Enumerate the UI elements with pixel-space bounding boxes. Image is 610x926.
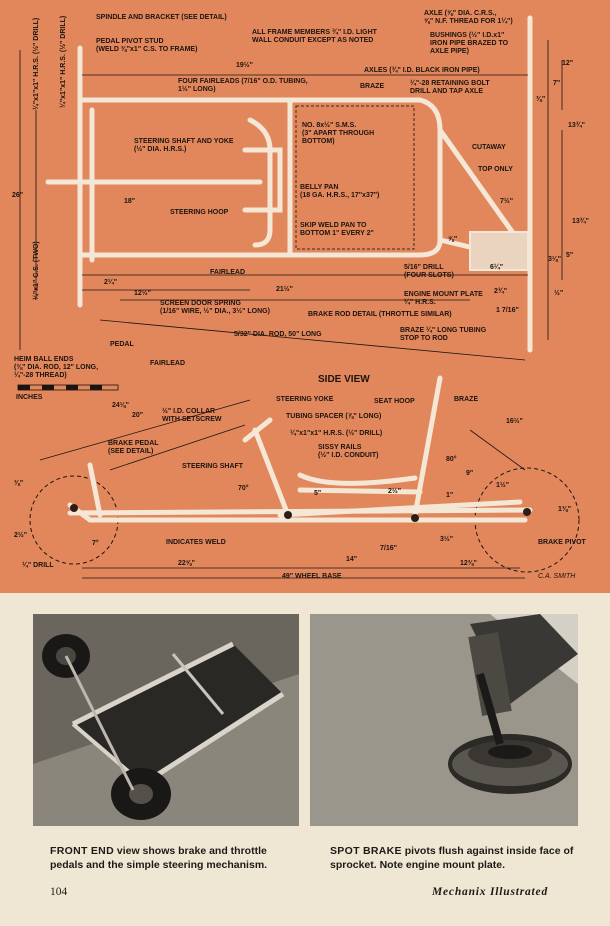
label-drill: 5/16" DRILL (FOUR SLOTS) — [404, 264, 454, 279]
label-sms: NO. 8x½" S.M.S. (3" APART THROUGH BOTTOM… — [302, 122, 375, 145]
label-vertical-3: ¼"x1" C.S. (TWO) — [33, 241, 40, 300]
dim-26: 26" — [12, 192, 24, 199]
dim-12half: 12½" — [134, 290, 151, 297]
label-braze-side: BRAZE — [454, 396, 479, 403]
label-fairlead-2: FAIRLEAD — [150, 360, 185, 367]
photo-front-end — [33, 614, 299, 826]
label-wheel-base: 49" WHEEL BASE — [282, 573, 342, 580]
label-braze-tubing: BRAZE ¼" LONG TUBING STOP TO ROD — [400, 327, 487, 342]
label-pedal: PEDAL — [110, 341, 134, 348]
caption-front-end: FRONT END view shows brake and throttle … — [50, 844, 300, 872]
label-spindle: SPINDLE AND BRACKET (SEE DETAIL) — [96, 14, 227, 21]
dim-38b: ⅜" — [14, 480, 24, 487]
label-engine-mount: ENGINE MOUNT PLATE ¼" H.R.S. — [404, 291, 483, 306]
label-brake-pedal: BRAKE PEDAL (SEE DETAIL) — [108, 440, 159, 455]
dim-2-3: 2¾" — [494, 288, 508, 295]
label-pedal-stud: PEDAL PIVOT STUD (WELD ⅜"x1" C.S. TO FRA… — [96, 38, 198, 53]
dim-3a: 3⅛" — [548, 256, 562, 263]
label-bushings: BUSHINGS (½" I.D.x1" IRON PIPE BRAZED TO… — [430, 32, 509, 55]
blueprint-plate: SPINDLE AND BRACKET (SEE DETAIL) PEDAL P… — [0, 0, 610, 593]
dim-1half: 1½" — [496, 482, 510, 489]
dim-1-7: 1 7/16" — [496, 307, 519, 314]
dim-6: 6¼" — [490, 264, 504, 271]
label-collar: ½" I.D. COLLAR WITH SETSCREW — [162, 408, 222, 423]
dim-20: 20" — [132, 412, 144, 419]
label-steering-shaft: STEERING SHAFT — [182, 463, 244, 470]
dim-24: 24⅛" — [112, 402, 129, 409]
dim-58: ⅝" — [448, 236, 458, 243]
label-axles-pipe: AXLES (¾" I.D. BLACK IRON PIPE) — [364, 67, 480, 74]
label-sissy: SISSY RAILS (½" I.D. CONDUIT) — [318, 444, 379, 459]
dim-38: ⅜" — [536, 96, 546, 103]
dim-7: 7" — [553, 80, 561, 87]
dim-5: 5" — [566, 252, 574, 259]
label-tubing-spacer: TUBING SPACER (⅞" LONG) — [286, 413, 382, 420]
dim-2q: 2¼" — [104, 279, 118, 286]
dim-16: 16½" — [506, 418, 523, 425]
label-heim: HEIM BALL ENDS (⅜" DIA. ROD, 12" LONG, ¼… — [14, 356, 99, 379]
label-seat-hoop: SEAT HOOP — [374, 398, 415, 405]
caption-spot-brake-text: pivots flush against inside face of spro… — [330, 845, 574, 871]
dim-14: 14" — [346, 556, 358, 563]
dim-12-3: 12⅜" — [460, 560, 477, 567]
label-inches: INCHES — [16, 394, 43, 401]
page-number: 104 — [50, 886, 68, 898]
side-view-title: SIDE VIEW — [318, 374, 370, 385]
label-steering-shaft-yoke: STEERING SHAFT AND YOKE (½" DIA. H.R.S.) — [134, 138, 234, 153]
caption-spot-brake-lead: SPOT BRAKE — [330, 845, 402, 857]
label-vertical-2: ¼"x1"x1" H.R.S. (½" DRILL) — [60, 15, 67, 108]
dim-2half: 2½" — [388, 488, 402, 495]
label-brake-pivot: BRAKE PIVOT — [538, 539, 586, 546]
label-skip-weld: SKIP WELD PAN TO BOTTOM 1" EVERY 2" — [300, 222, 374, 237]
label-rod: 5/32" DIA. ROD, 50" LONG — [234, 331, 322, 338]
dim-7half: 7½" — [500, 198, 514, 205]
label-retaining-bolt: ¼"-28 RETAINING BOLT DRILL AND TAP AXLE — [410, 80, 490, 95]
dim-2half-b: 2½" — [14, 532, 28, 539]
label-fairlead: FAIRLEAD — [210, 269, 245, 276]
label-frame-members: ALL FRAME MEMBERS ¾" I.D. LIGHT WALL CON… — [252, 29, 377, 44]
label-screen-spring: SCREEN DOOR SPRING (1/16" WIRE, ½" DIA.,… — [160, 300, 270, 315]
dim-7deg: 7° — [92, 540, 99, 547]
caption-front-end-lead: FRONT END — [50, 845, 114, 857]
dim-9: 9" — [466, 470, 474, 477]
dim-13a: 13¾" — [568, 122, 585, 129]
label-indicates-weld: INDICATES WELD — [166, 539, 226, 546]
dim-80: 80° — [446, 456, 457, 463]
frame-drawing — [17, 15, 580, 579]
dim-13b: 13¾" — [572, 218, 589, 225]
label-brake-rod: BRAKE ROD DETAIL (THROTTLE SIMILAR) — [308, 311, 452, 318]
dim-half: ½" — [554, 290, 564, 297]
artist-signature: C.A. SMITH — [538, 573, 576, 580]
dim-716: 7/16" — [380, 545, 397, 552]
label-braze-top: BRAZE — [360, 83, 385, 90]
label-hrs-drill: ¼"x1"x1" H.R.S. (½" DRILL) — [290, 430, 383, 437]
label-vertical-1: ¼"x1"x1" H.R.S. (½" DRILL) — [33, 17, 40, 110]
dim-70: 70° — [238, 485, 249, 492]
label-steering-hoop: STEERING HOOP — [170, 209, 229, 216]
caption-spot-brake: SPOT BRAKE pivots flush against inside f… — [330, 844, 578, 872]
dim-5b: 5" — [314, 490, 322, 497]
dim-21: 21½" — [276, 286, 293, 293]
dim-3half: 3½" — [440, 536, 454, 543]
label-drill-quarter: ¼" DRILL — [22, 562, 54, 569]
dim-18: 18" — [124, 198, 136, 205]
label-axle: AXLE (⅝" DIA. C.R.S., ⅝" N.F. THREAD FOR… — [424, 10, 513, 25]
label-belly-pan: BELLY PAN (18 GA. H.R.S., 17"x37") — [300, 184, 380, 199]
dim-12: 12" — [562, 60, 574, 67]
photo-spot-brake — [310, 614, 578, 826]
magazine-name: Mechanix Illustrated — [432, 886, 549, 898]
label-top-only: TOP ONLY — [478, 166, 513, 173]
dim-22: 22⅝" — [178, 560, 195, 567]
dim-1-3: 1⅜" — [558, 506, 572, 513]
label-fairleads: FOUR FAIRLEADS (7/16" O.D. TUBING, 1½" L… — [178, 78, 308, 93]
caption-front-end-text: view shows brake and throttle pedals and… — [50, 845, 268, 871]
label-steering-yoke: STEERING YOKE — [276, 396, 334, 403]
dim-19: 19½" — [236, 62, 253, 69]
label-cutaway: CUTAWAY — [472, 144, 506, 151]
dim-1: 1" — [446, 492, 454, 499]
